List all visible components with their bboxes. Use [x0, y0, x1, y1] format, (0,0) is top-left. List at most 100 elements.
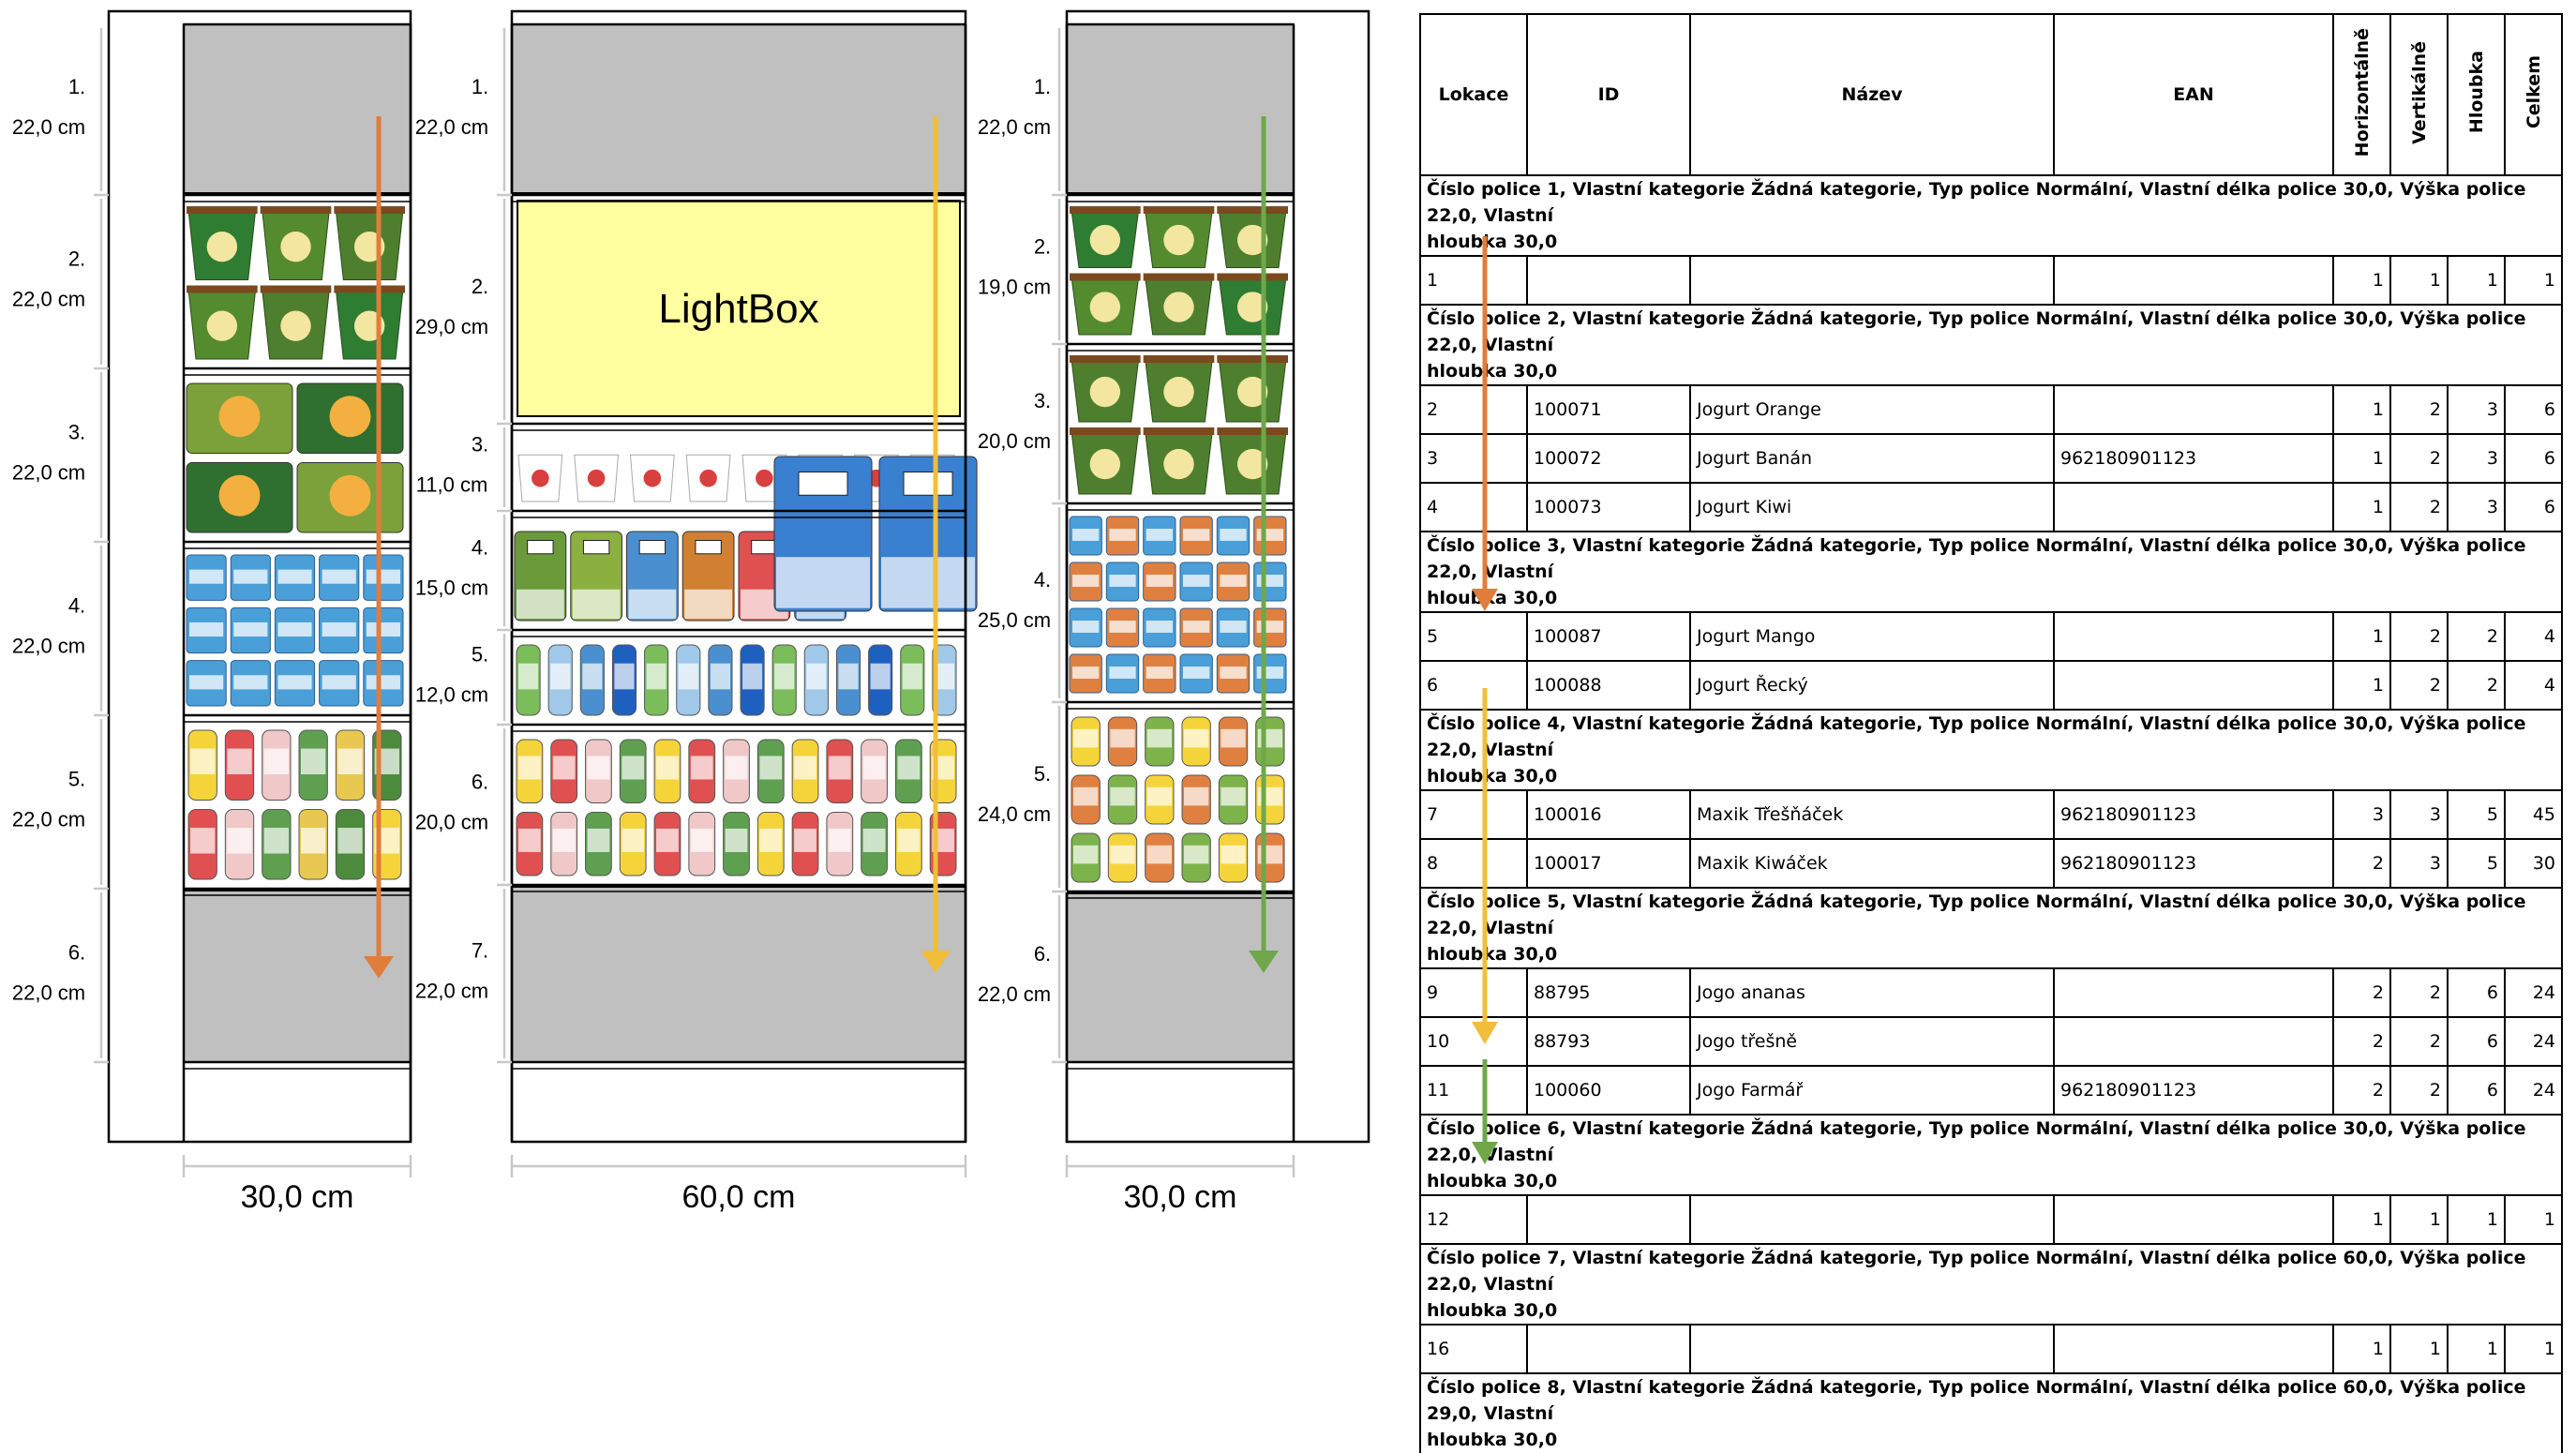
cell-hloubka: 1 — [2447, 1194, 2506, 1245]
cell-horizontalne: 1 — [2332, 611, 2391, 662]
fruit-image — [218, 474, 261, 517]
pack-label — [1146, 621, 1173, 633]
shelf-caption-line: hloubka 30,0 — [1427, 1171, 1558, 1191]
pack-label — [1183, 667, 1210, 679]
jar-bottom-label — [684, 589, 732, 620]
shelf-number-label: 4. — [1034, 568, 1051, 592]
jar-bottom-label — [517, 589, 564, 620]
bottle-label — [794, 828, 816, 852]
pack-label — [277, 569, 312, 584]
cell-vertikalne: 2 — [2389, 433, 2449, 484]
pack-label — [1146, 529, 1173, 541]
cell-nazev: Jogo ananas — [1689, 967, 2055, 1018]
cell-hloubka: 2 — [2447, 611, 2506, 662]
cell-ean — [2053, 660, 2334, 711]
jar-brand-label — [638, 540, 666, 555]
cell-ean: 962180901123 — [2053, 789, 2334, 840]
cell-lokace: 10 — [1419, 1016, 1528, 1067]
shelf-height-label: 22,0 cm — [12, 981, 85, 1005]
cell-nazev: Jogurt Mango — [1689, 611, 2055, 662]
shelf-number-label: 2. — [472, 275, 488, 298]
bottle-label — [582, 663, 603, 690]
yogurt-cup-lid — [1217, 273, 1288, 281]
fruit-image — [1236, 448, 1268, 480]
pack-label — [1072, 621, 1100, 633]
yogurt-cup-lid — [187, 206, 258, 214]
shelf-caption-row: Číslo police 1, Vlastní kategorie Žádná … — [1419, 175, 2563, 256]
yogurt-cup-lid — [187, 285, 258, 293]
empty-shelf-block — [511, 23, 966, 194]
pack-label — [322, 569, 356, 584]
pack-label — [277, 622, 312, 637]
col-header-nazev: Název — [1689, 13, 2055, 176]
fruit-image — [1236, 376, 1268, 408]
cell-celkem: 4 — [2504, 660, 2563, 711]
shelf-height-label: 22,0 cm — [978, 982, 1051, 1006]
flow-arrow-head — [364, 956, 394, 979]
fruit-image — [206, 231, 238, 262]
col-header-lokace: Lokace — [1419, 13, 1528, 176]
bottle-label — [759, 828, 783, 852]
cell-nazev — [1689, 1194, 2055, 1245]
cell-vertikalne: 2 — [2389, 482, 2449, 532]
cell-horizontalne: 2 — [2332, 1065, 2391, 1116]
cell-hloubka: 3 — [2447, 433, 2506, 484]
fruit-image — [280, 231, 311, 262]
bottle-label — [1146, 786, 1172, 806]
shelf-number-label: 1. — [1034, 75, 1051, 98]
pack-label — [1256, 621, 1283, 633]
section-width-label: 30,0 cm — [241, 1179, 354, 1215]
shelf-height-label: 20,0 cm — [978, 429, 1051, 453]
cell-hloubka: 3 — [2447, 482, 2506, 532]
cell-ean: 962180901123 — [2053, 838, 2334, 889]
shelf-number-label: 5. — [68, 768, 85, 791]
cell-id: 100016 — [1526, 789, 1691, 840]
fruit-image — [699, 469, 717, 487]
pack-label — [1256, 667, 1283, 679]
shelf-caption-row: Číslo police 5, Vlastní kategorie Žádná … — [1419, 888, 2563, 968]
shelf-height-label: 22,0 cm — [978, 115, 1051, 139]
pack-label — [322, 675, 356, 690]
cell-ean: 962180901123 — [2053, 1065, 2334, 1116]
yogurt-cup-lid — [334, 206, 405, 214]
pack-label — [189, 675, 224, 690]
table-header-row: Lokace ID Název EAN Horizontálně Vertiká… — [1419, 13, 2563, 176]
bottle-label — [227, 748, 252, 775]
shelf-height-label: 24,0 cm — [978, 802, 1051, 826]
fruit-image — [329, 396, 371, 438]
shelf-caption: Číslo police 2, Vlastní kategorie Žádná … — [1419, 305, 2563, 385]
cell-nazev: Jogurt Orange — [1689, 384, 2055, 435]
jar-bottom-label — [628, 589, 677, 620]
cell-nazev — [1689, 255, 2055, 306]
bottle-label — [742, 663, 763, 690]
cell-celkem: 1 — [2504, 255, 2563, 306]
pack-label — [1146, 667, 1173, 679]
cell-ean — [2053, 967, 2334, 1018]
shelf-height-label: 22,0 cm — [12, 635, 85, 658]
yogurt-cup-lid — [260, 206, 332, 214]
shelf-height-label: 11,0 cm — [416, 473, 488, 497]
pack-label — [233, 569, 268, 584]
yogurt-cup-lid — [334, 285, 405, 293]
bottle-label — [656, 756, 679, 780]
bottle-label — [1110, 845, 1135, 864]
shelf-caption: Číslo police 6, Vlastní kategorie Žádná … — [1419, 1115, 2563, 1195]
bottle-label — [897, 756, 921, 780]
pack-label — [1220, 667, 1247, 679]
jar-brand-label — [582, 540, 610, 555]
shelf-height-label: 22,0 cm — [12, 461, 85, 485]
cell-lokace: 16 — [1419, 1324, 1528, 1374]
